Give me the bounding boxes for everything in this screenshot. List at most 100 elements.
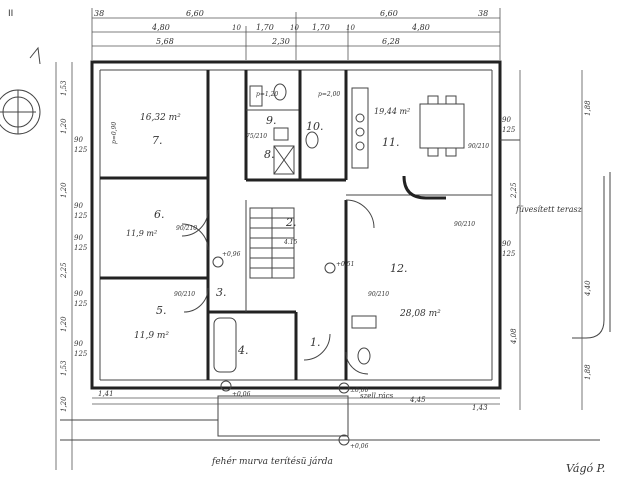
dim-row2-d: 10 — [290, 24, 299, 32]
dim-left-4: 90 — [74, 202, 83, 210]
dim-left-2: 90 — [74, 136, 83, 144]
level-marker-icons — [212, 256, 350, 446]
room-5-number: 5. — [156, 304, 167, 317]
dim-right-5: 125 — [502, 250, 516, 258]
dim-top-38-left: 38 — [94, 9, 104, 18]
grate-label: szell.rács — [360, 392, 394, 400]
room-3-number: 3. — [216, 286, 227, 299]
parapet-090: p=0,90 — [111, 122, 118, 144]
room-8-number: 8. — [264, 148, 275, 161]
north-arrow-icon — [0, 46, 41, 135]
dim-left-7: 90 — [74, 234, 83, 242]
dim-row2-c: 1,70 — [256, 23, 274, 32]
top-dimension-lines — [91, 8, 501, 60]
room-5-area: 11,9 m² — [134, 331, 169, 341]
terrace-label: füvesített terasz — [515, 205, 583, 214]
room-11-number: 11. — [382, 136, 400, 149]
dim-row2-a: 4,80 — [151, 23, 170, 32]
sink-icon — [249, 85, 377, 329]
room-1-number: 1. — [310, 336, 321, 349]
kitchen-counter — [351, 87, 369, 169]
dim-bottom-2: 1,43 — [472, 404, 488, 412]
dim-top-660-left: 6,60 — [186, 9, 204, 18]
dim-row2-e: 1,70 — [312, 23, 330, 32]
dim-top-660-right: 6,60 — [380, 9, 398, 18]
dim-left-8: 125 — [74, 244, 88, 252]
exterior-walls — [90, 60, 502, 390]
staircase — [249, 207, 295, 279]
dim-right-7: 4,40 — [584, 280, 592, 297]
stair-label: 4.15 — [283, 239, 298, 246]
door-dim-4: 75/210 — [246, 133, 267, 140]
parapet-120: p=1,20 — [256, 91, 278, 98]
dim-left-5: 125 — [74, 212, 88, 220]
level-2: +0,96 — [222, 251, 241, 258]
dim-left-9: 2,25 — [60, 262, 68, 279]
door-dim-5: 90/210 — [468, 143, 489, 150]
door-swings — [181, 199, 375, 375]
dim-left-1: 1,20 — [60, 118, 68, 134]
dim-row2-g: 4,80 — [411, 23, 430, 32]
level-1: +0,51 — [336, 261, 354, 268]
dim-left-16: 1,20 — [60, 396, 68, 412]
bottom-dimension-lines — [92, 397, 500, 405]
dim-left-13: 90 — [74, 340, 83, 348]
toilet-icon — [273, 83, 371, 365]
door-dim-1: 90/210 — [176, 225, 197, 232]
dim-top-38-right: 38 — [478, 9, 488, 18]
room-7-area: 16,32 m² — [140, 113, 181, 123]
dim-right-0: 1,88 — [584, 100, 592, 116]
room-11-area: 19,44 m² — [374, 107, 410, 116]
signature: Vágó P. — [566, 462, 605, 475]
page-corner-label: II — [8, 9, 13, 19]
dining-table — [419, 95, 465, 157]
level-6: +0,06 — [350, 443, 369, 450]
room-12-number: 12. — [390, 262, 408, 275]
dim-left-3: 125 — [74, 146, 88, 154]
door-dim-6: 90/210 — [368, 291, 389, 298]
dim-left-11: 125 — [74, 300, 88, 308]
dim-left-15: 1,53 — [60, 360, 68, 376]
level-3: +0,06 — [232, 391, 251, 398]
room-6-area: 11,9 m² — [126, 229, 157, 238]
bathtub-icon — [213, 317, 237, 373]
dim-left-0: 1,53 — [60, 80, 68, 96]
dim-bottom-1: 4,45 — [409, 396, 426, 404]
left-dimension-lines — [55, 62, 73, 470]
dim-row2-b: 10 — [232, 24, 241, 32]
room-4-number: 4. — [237, 344, 249, 357]
room-9-number: 9. — [266, 114, 277, 127]
door-dim-2: 90/210 — [174, 291, 195, 298]
room-10-number: 10. — [306, 120, 324, 133]
dim-left-6: 1,20 — [60, 182, 68, 198]
room-7-number: 7. — [152, 134, 163, 147]
dim-right-1: 90 — [502, 116, 511, 124]
fireplace-icon — [402, 175, 446, 200]
dim-right-8: 1,88 — [584, 364, 592, 380]
terrace-outline — [500, 139, 611, 339]
shower-icon — [273, 145, 295, 175]
room-2-number: 2. — [285, 216, 297, 229]
right-dimension-lines — [519, 70, 583, 410]
dim-row3-c: 6,28 — [382, 37, 400, 46]
door-dim-3: 90/210 — [454, 221, 475, 228]
dim-left-14: 125 — [74, 350, 88, 358]
walkway-label: fehér murva terítésü járda — [211, 456, 333, 467]
dim-right-3: 2,25 — [510, 182, 518, 199]
dim-left-12: 1,20 — [60, 316, 68, 332]
dim-right-4: 90 — [502, 240, 511, 248]
interior-walls — [100, 70, 492, 380]
room-6-number: 6. — [154, 208, 165, 221]
parapet-200: p=2,00 — [318, 91, 340, 98]
level-5: ±0,00 — [350, 387, 369, 394]
dim-row3-b: 2,30 — [271, 37, 290, 46]
dim-bottom-0: 1,41 — [98, 390, 114, 398]
room-12-area: 28,08 m² — [399, 309, 441, 319]
dim-right-2: 125 — [502, 126, 516, 134]
dim-row2-f: 10 — [346, 24, 355, 32]
entrance-steps — [60, 395, 600, 441]
dim-row3-a: 5,68 — [156, 37, 174, 46]
dim-left-10: 90 — [74, 290, 83, 298]
dim-right-6: 4,08 — [510, 328, 518, 345]
